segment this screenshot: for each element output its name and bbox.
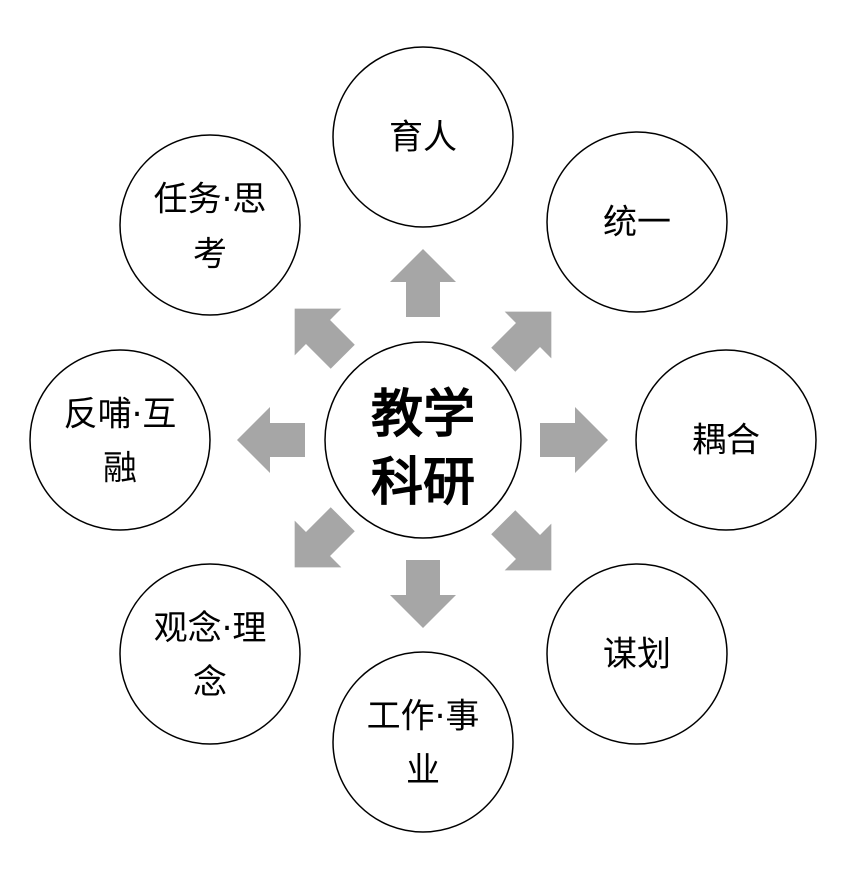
node-bottom-label-line2: 业: [406, 751, 440, 791]
center-node: 教学 科研: [324, 341, 522, 539]
node-top-left: 任务·思 考: [119, 134, 301, 316]
arrow-top: [390, 249, 456, 317]
node-bottom-right-label: 谋划: [603, 635, 671, 675]
arrow-bottom-right: [491, 510, 552, 571]
node-right-label: 耦合: [692, 421, 760, 461]
node-bottom-right: 谋划: [546, 563, 728, 745]
center-label-line1: 教学: [371, 385, 475, 445]
node-top-label: 育人: [389, 118, 457, 158]
node-top-right-label: 统一: [603, 203, 671, 243]
node-bottom-left-label-line1: 观念·理: [154, 609, 267, 649]
arrow-top-left: [294, 308, 355, 369]
center-label-line2: 科研: [371, 453, 475, 513]
arrow-top-right: [491, 311, 552, 372]
arrow-right: [540, 407, 608, 473]
node-right: 耦合: [635, 349, 817, 531]
node-top-left-label-line2: 考: [193, 235, 227, 275]
node-top: 育人: [332, 46, 514, 228]
node-bottom-label-line1: 工作·事: [367, 697, 480, 737]
arrow-left: [237, 407, 305, 473]
node-top-right: 统一: [546, 131, 728, 313]
arrow-bottom: [390, 560, 456, 628]
node-left-label-line2: 融: [103, 449, 137, 489]
node-left-label-line1: 反哺·互: [64, 395, 177, 435]
node-top-left-label-line1: 任务·思: [154, 180, 267, 220]
node-left: 反哺·互 融: [29, 349, 211, 531]
node-bottom-left-label-line2: 念: [193, 663, 227, 703]
node-bottom-left: 观念·理 念: [119, 563, 301, 745]
arrow-bottom-left: [294, 507, 355, 568]
node-bottom: 工作·事 业: [332, 651, 514, 833]
